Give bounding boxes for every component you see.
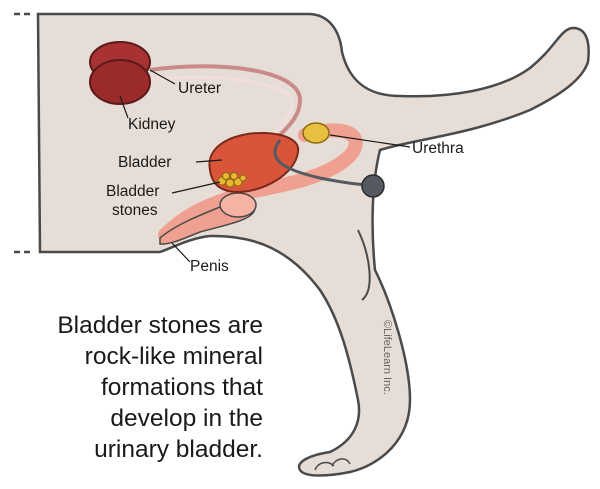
catheter-port xyxy=(361,174,385,198)
leader-kidney xyxy=(119,95,129,119)
caption-line-3: formations that xyxy=(100,374,263,401)
catheter-line xyxy=(273,139,373,187)
bladder-label: Bladder xyxy=(118,154,172,171)
leader-bladder xyxy=(195,159,223,163)
ureter-tube xyxy=(149,64,303,137)
stone-4 xyxy=(222,172,230,180)
leader-ureter xyxy=(149,69,176,85)
paw-toes xyxy=(314,458,351,471)
bladder-stones-cluster xyxy=(217,172,247,188)
stone-5 xyxy=(230,172,238,180)
ureter-label: Ureter xyxy=(178,80,222,97)
stone-6 xyxy=(239,174,247,182)
kidney-label: Kidney xyxy=(128,116,176,133)
leader-penis xyxy=(171,242,191,263)
prostate-shape xyxy=(302,122,330,144)
caption-line-5: urinary bladder. xyxy=(94,436,263,463)
stone-2 xyxy=(225,178,235,188)
leader-stones xyxy=(171,181,221,194)
penis-label: Penis xyxy=(190,258,229,275)
leader-urethra xyxy=(329,134,411,148)
copyright-notice: ©LifeLearn Inc. xyxy=(381,320,393,395)
bladder-stones-label-line2: stones xyxy=(112,202,158,219)
leg-outline xyxy=(357,229,371,301)
urethra-label: Urethra xyxy=(412,140,464,157)
bulb-shape xyxy=(219,192,257,218)
kidney-front-shape xyxy=(89,59,151,105)
urethra-tube xyxy=(158,123,363,242)
caption-line-1: Bladder stones are xyxy=(57,312,263,339)
caption-line-4: develop in the xyxy=(110,405,263,432)
caption-line-2: rock-like mineral xyxy=(84,343,263,370)
ureter-tube-2 xyxy=(147,75,294,137)
dog-body-outline xyxy=(36,12,590,477)
stone-3 xyxy=(233,177,243,187)
bladder-stones-label-line1: Bladder xyxy=(106,183,160,200)
